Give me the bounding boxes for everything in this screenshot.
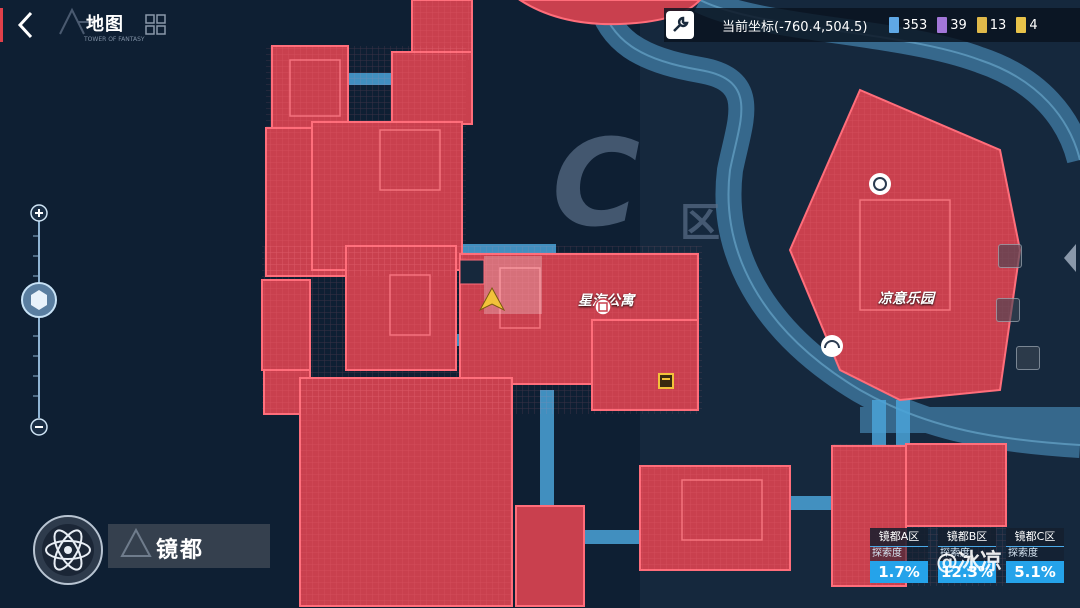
purple-crystal-icon [937,17,948,33]
gold-crystal-icon [976,17,987,33]
resource-counter-gold: 13 [976,17,1006,33]
ferris-wheel-icon[interactable] [868,172,892,196]
collapse-arrow-icon[interactable] [1060,238,1080,278]
district-label: 镜都B区 [938,528,996,547]
zoom-in-icon[interactable] [30,204,48,222]
district-c-card[interactable]: 镜都C区 探索度 5.1% [1006,528,1064,596]
wrench-icon[interactable] [666,11,694,39]
district-label: 镜都C区 [1006,528,1064,547]
poi-label-park[interactable]: 凉意乐园 [878,291,934,307]
coordinates-bar: 当前坐标(-760.4,504.5) 353 39 13 4 [664,8,1080,42]
district-a-card[interactable]: 镜都A区 探索度 1.7% [870,528,928,596]
coordinates-label: 当前坐标(-760.4,504.5) [722,19,868,35]
resource-counter-yellow: 4 [1016,17,1038,33]
carousel-icon[interactable] [820,334,844,358]
district-percent: 12.3% [938,561,996,583]
district-percent: 5.1% [1006,561,1064,583]
region-panel[interactable] [32,508,272,590]
chest-icon[interactable] [658,373,674,389]
map-marker-icon[interactable] [998,244,1022,268]
side-panel [998,238,1080,278]
player-arrow-icon [478,286,506,312]
chevron-left-icon [17,11,33,39]
apartment-icon[interactable] [594,298,612,316]
game-logo: TOWER OF FANTASY [54,6,145,44]
resource-counter-blue: 353 [889,17,927,33]
zoom-out-icon[interactable] [30,418,48,436]
district-b-card[interactable]: 镜都B区 探索度 12.3% [938,528,996,596]
teleport-icon[interactable] [1016,346,1040,370]
yellow-crystal-icon [1016,17,1027,33]
region-name: 镜都 [156,538,205,563]
location-icon[interactable] [996,298,1020,322]
page-title: 地图 [86,14,124,35]
district-label: 镜都A区 [870,528,928,547]
zone-suffix: 区 [680,200,720,246]
zone-letter: C [552,115,640,254]
zoom-handle[interactable] [20,281,58,319]
grid-icon[interactable] [145,14,167,36]
district-sub: 探索度 [1006,547,1064,561]
blue-crystal-icon [889,17,900,33]
back-button[interactable] [0,0,52,50]
watermark: @冰凉 [936,550,1003,575]
buildings [261,0,1022,607]
district-sub: 探索度 [870,547,928,561]
district-percent: 1.7% [870,561,928,583]
district-sub: 探索度 [938,547,996,561]
resource-counter-purple: 39 [937,17,967,33]
